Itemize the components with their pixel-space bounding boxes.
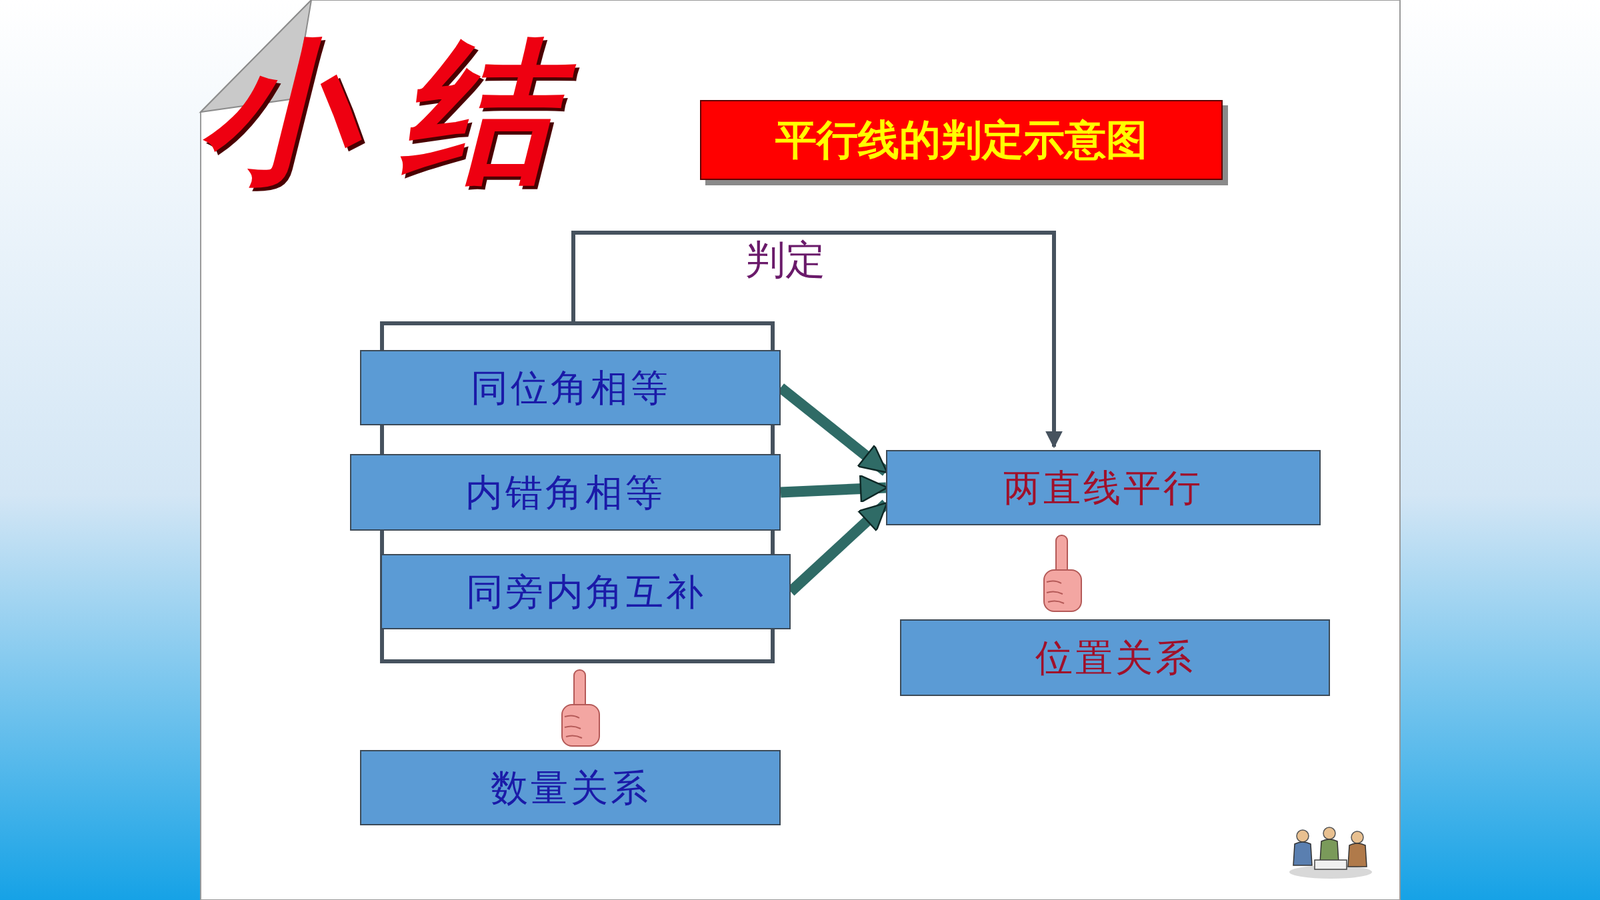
process-box: 同旁内角互补 — [380, 554, 791, 630]
box-text: 同旁内角互补 — [466, 569, 706, 614]
page-sheet — [200, 0, 1400, 900]
title-banner: 平行线的判定示意图 — [700, 100, 1223, 180]
box-text: 两直线平行 — [1003, 465, 1204, 510]
title-text: 平行线的判定示意图 — [775, 112, 1148, 168]
process-box: 同位角相等 — [360, 350, 781, 426]
box-text: 位置关系 — [1035, 635, 1196, 680]
process-box: 两直线平行 — [886, 450, 1321, 526]
box-text: 数量关系 — [490, 765, 651, 810]
hand-icon — [562, 670, 600, 746]
arrow-connector — [790, 504, 886, 592]
people-clipart — [1289, 827, 1372, 879]
process-box: 位置关系 — [900, 619, 1330, 696]
process-box: 内错角相等 — [350, 454, 781, 531]
process-box: 数量关系 — [360, 750, 781, 826]
section-heading: 小结 — [200, 34, 600, 188]
edge-label: 判定 — [745, 237, 826, 282]
arrow-connector — [780, 488, 886, 493]
arrow-connector — [780, 388, 886, 472]
box-text: 同位角相等 — [470, 365, 671, 410]
box-text: 内错角相等 — [465, 470, 666, 515]
hand-icon — [1044, 535, 1082, 612]
